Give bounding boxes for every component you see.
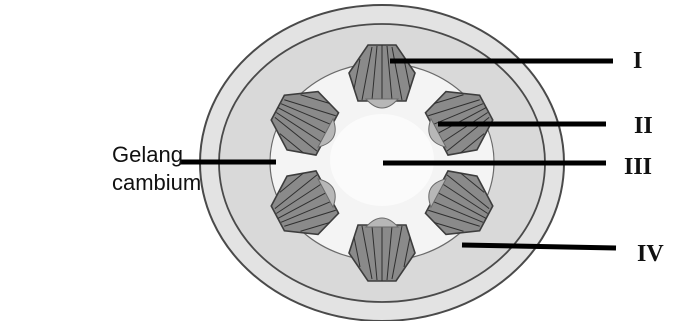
cambium-label-line2: cambium xyxy=(112,169,201,197)
pith-center xyxy=(330,114,434,206)
cambium-ring-label: Gelang cambium xyxy=(112,141,201,197)
label-I: I xyxy=(633,49,642,73)
label-III: III xyxy=(624,155,652,179)
label-IV: IV xyxy=(637,242,664,266)
pointer-line-IV xyxy=(462,245,616,248)
cambium-label-line1: Gelang xyxy=(112,141,201,169)
label-II: II xyxy=(634,114,653,138)
